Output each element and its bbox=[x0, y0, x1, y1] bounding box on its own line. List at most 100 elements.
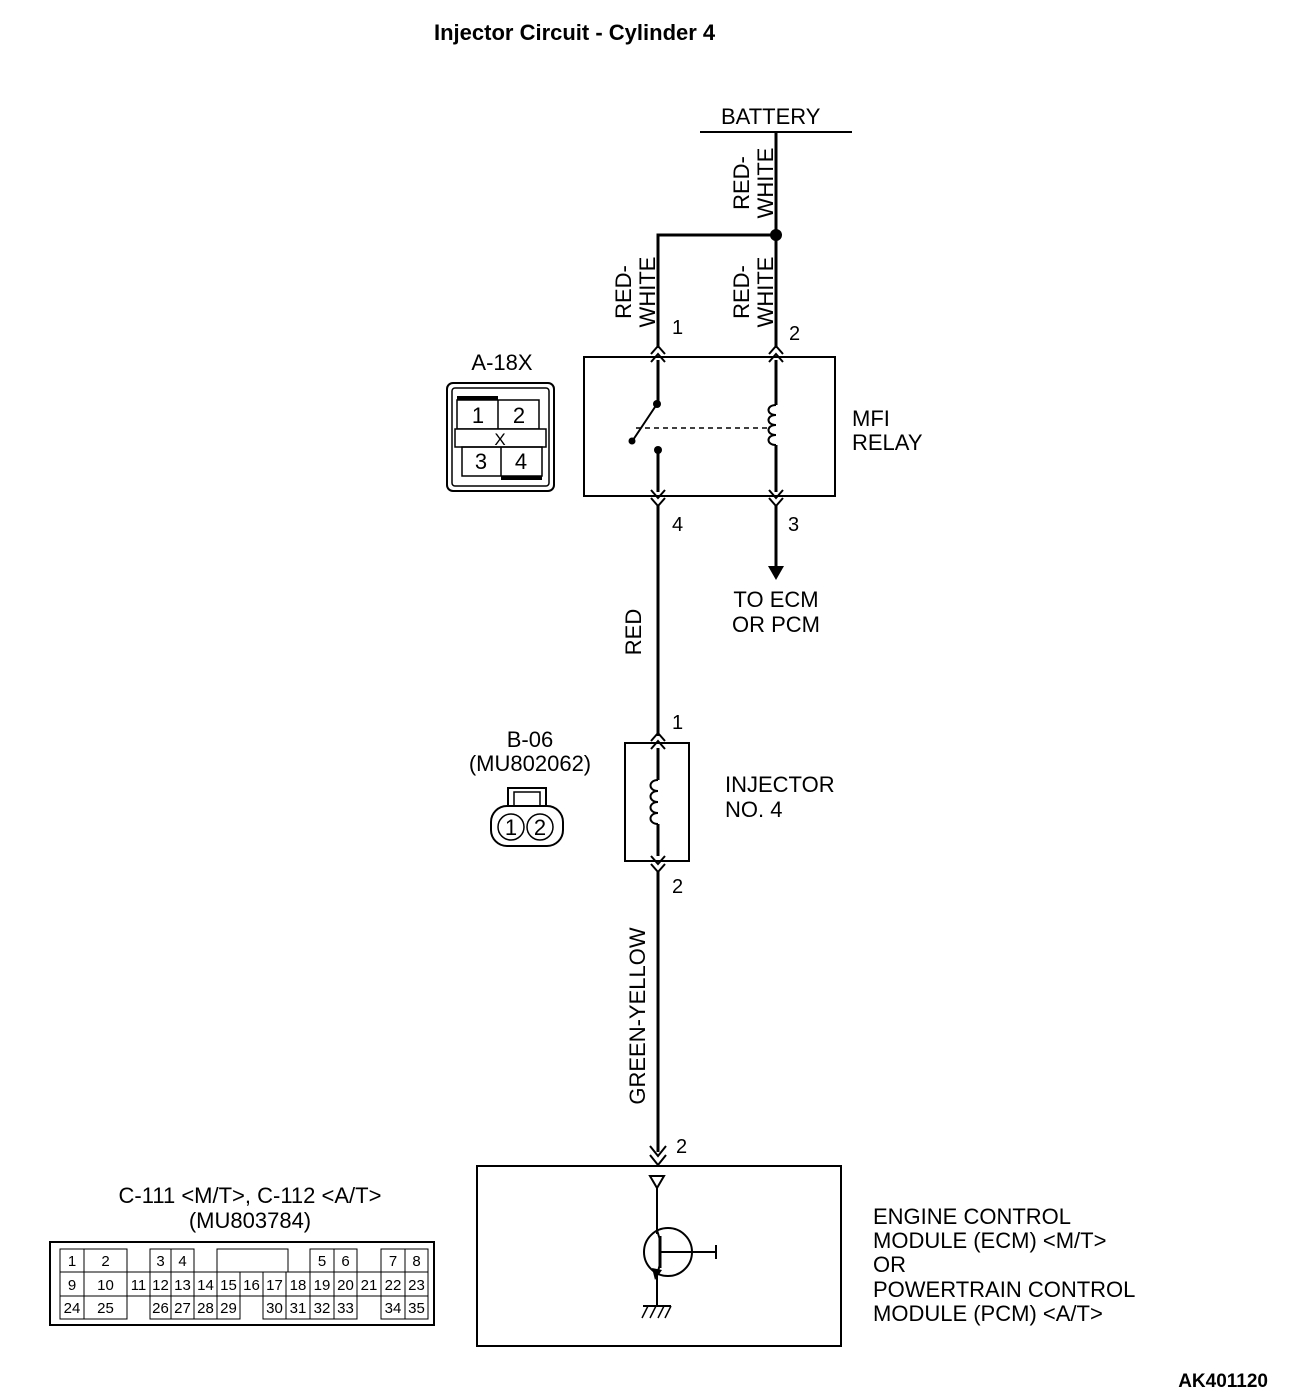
ecm-connector-cell-label: 24 bbox=[64, 1300, 81, 1317]
ecm-connector-part-no: (MU803784) bbox=[189, 1208, 311, 1233]
ecm-connector-cell-label: 6 bbox=[341, 1253, 349, 1270]
injector-pin-2: 2 bbox=[672, 876, 683, 898]
relay-coil bbox=[767, 404, 777, 446]
to-ecm-label-line1: TO ECM bbox=[733, 587, 818, 612]
ecm-connector-cell-label: 18 bbox=[290, 1277, 307, 1294]
ecm-connector-face bbox=[49, 1241, 435, 1326]
injector-pin2-terminal bbox=[650, 855, 666, 866]
ecm-connector-cell-label: 8 bbox=[412, 1253, 420, 1270]
ecm-connector-cell bbox=[83, 1295, 128, 1320]
ecm-connector-empty-slot bbox=[216, 1248, 289, 1273]
ecm-connector-cell-label: 22 bbox=[385, 1277, 402, 1294]
injector-pin1-terminal bbox=[650, 731, 666, 742]
relay-to-injector-wire-color: RED bbox=[621, 609, 646, 655]
svg-text:RED-: RED- bbox=[729, 265, 754, 319]
svg-text:3: 3 bbox=[475, 449, 487, 474]
relay-connector-face: 1 2 X 3 4 bbox=[446, 382, 555, 492]
ecm-connector-cell-label: 30 bbox=[266, 1300, 283, 1317]
relay-pin2-wire-color: RED- WHITE bbox=[729, 257, 778, 328]
ecm-pin-2: 2 bbox=[676, 1136, 687, 1158]
figure-code: AK401120 bbox=[1178, 1371, 1268, 1392]
to-ecm-label-line2: OR PCM bbox=[732, 612, 820, 637]
injector-connector-id: B-06 bbox=[507, 727, 553, 752]
ecm-connector-cell-label: 12 bbox=[152, 1277, 169, 1294]
svg-text:WHITE: WHITE bbox=[753, 257, 778, 328]
ecm-connector-cell-label: 5 bbox=[318, 1253, 326, 1270]
ecm-connector-cell-label: 14 bbox=[197, 1277, 214, 1294]
to-ecm-arrow bbox=[768, 566, 784, 580]
relay-pin-2: 2 bbox=[789, 323, 800, 345]
injector-pin-1: 1 bbox=[672, 712, 683, 734]
ecm-connector-cell-label: 13 bbox=[174, 1277, 191, 1294]
svg-text:POWERTRAIN CONTROL: POWERTRAIN CONTROL bbox=[873, 1277, 1135, 1302]
svg-text:1: 1 bbox=[505, 815, 517, 840]
relay-pin-4: 4 bbox=[672, 514, 683, 536]
svg-text:4: 4 bbox=[515, 449, 527, 474]
ecm-connector-cell-label: 34 bbox=[385, 1300, 402, 1317]
ecm-connector-id: C-111 <M/T>, C-112 <A/T> bbox=[119, 1183, 382, 1208]
ecm-connector-cell-label: 10 bbox=[97, 1277, 114, 1294]
svg-text:2: 2 bbox=[534, 815, 546, 840]
ecm-connector-cell-label: 16 bbox=[243, 1277, 260, 1294]
relay-name-line2: RELAY bbox=[852, 430, 923, 455]
ecm-pin2-terminal bbox=[649, 1145, 667, 1158]
ecm-connector-cell-label: 9 bbox=[68, 1277, 76, 1294]
svg-text:OR: OR bbox=[873, 1252, 906, 1277]
svg-text:WHITE: WHITE bbox=[753, 148, 778, 219]
ecm-connector-cell-label: 17 bbox=[266, 1277, 283, 1294]
ecm-connector-cell-label: 20 bbox=[337, 1277, 354, 1294]
svg-text:2: 2 bbox=[513, 403, 525, 428]
svg-text:RED-: RED- bbox=[611, 265, 636, 319]
ecm-connector-cell-label: 19 bbox=[314, 1277, 331, 1294]
injector-to-ecm-wire-color: GREEN-YELLOW bbox=[625, 927, 650, 1104]
injector-coil bbox=[649, 779, 659, 825]
ecm-connector-cell-label: 3 bbox=[156, 1253, 164, 1270]
ecm-connector-cell bbox=[333, 1295, 358, 1320]
ecm-connector-cell-label: 4 bbox=[178, 1253, 186, 1270]
ecm-connector-cell-label: 28 bbox=[197, 1300, 214, 1317]
injector-connector-part-no: (MU802062) bbox=[469, 751, 591, 776]
relay-name-line1: MFI bbox=[852, 406, 890, 431]
relay-pin1-wire bbox=[656, 233, 776, 348]
ecm-connector-cell-label: 1 bbox=[68, 1253, 76, 1270]
svg-text:1: 1 bbox=[472, 403, 484, 428]
ecm-connector-cell-label: 25 bbox=[97, 1300, 114, 1317]
diagram-title: Injector Circuit - Cylinder 4 bbox=[434, 20, 716, 45]
injector-name-line1: INJECTOR bbox=[725, 772, 835, 797]
injector-connector-face: 1 2 bbox=[490, 787, 564, 847]
ecm-connector-cell-label: 7 bbox=[389, 1253, 397, 1270]
battery-label: BATTERY bbox=[721, 104, 821, 129]
ground-symbol bbox=[641, 1305, 672, 1319]
svg-text:WHITE: WHITE bbox=[635, 257, 660, 328]
injector-name-line2: NO. 4 bbox=[725, 797, 782, 822]
ecm-driver-transistor bbox=[643, 1227, 717, 1280]
svg-text:MODULE (PCM) <A/T>: MODULE (PCM) <A/T> bbox=[873, 1301, 1103, 1326]
battery-feed-wire-color: RED- WHITE bbox=[729, 148, 778, 219]
ecm-connector-cell bbox=[216, 1295, 241, 1320]
ecm-connector-cell-label: 26 bbox=[152, 1300, 169, 1317]
ecm-connector-cell-label: 31 bbox=[290, 1300, 307, 1317]
ecm-connector-cell-label: 27 bbox=[174, 1300, 191, 1317]
svg-text:RED-: RED- bbox=[729, 156, 754, 210]
ecm-connector-cell-label: 15 bbox=[220, 1277, 237, 1294]
relay-pin-1: 1 bbox=[672, 317, 683, 339]
relay-connector-id: A-18X bbox=[471, 350, 532, 375]
svg-text:MODULE (ECM) <M/T>: MODULE (ECM) <M/T> bbox=[873, 1228, 1106, 1253]
ecm-connector-cell-label: 35 bbox=[408, 1300, 425, 1317]
relay-pin4-terminal bbox=[650, 489, 666, 500]
svg-text:X: X bbox=[494, 430, 505, 449]
relay-pin-3: 3 bbox=[788, 514, 799, 536]
mfi-relay-box bbox=[583, 356, 836, 497]
ecm-connector-cell-label: 11 bbox=[131, 1277, 147, 1294]
ecm-connector-cell-label: 33 bbox=[337, 1300, 354, 1317]
relay-switch-arm bbox=[632, 403, 658, 441]
relay-pin1-terminal bbox=[650, 344, 666, 355]
relay-pin1-wire-color: RED- WHITE bbox=[611, 257, 660, 328]
ecm-connector-cell bbox=[404, 1295, 429, 1320]
svg-text:ENGINE CONTROL: ENGINE CONTROL bbox=[873, 1204, 1071, 1229]
ecm-input-marker bbox=[648, 1175, 666, 1190]
ecm-connector-cell-label: 32 bbox=[314, 1300, 331, 1317]
